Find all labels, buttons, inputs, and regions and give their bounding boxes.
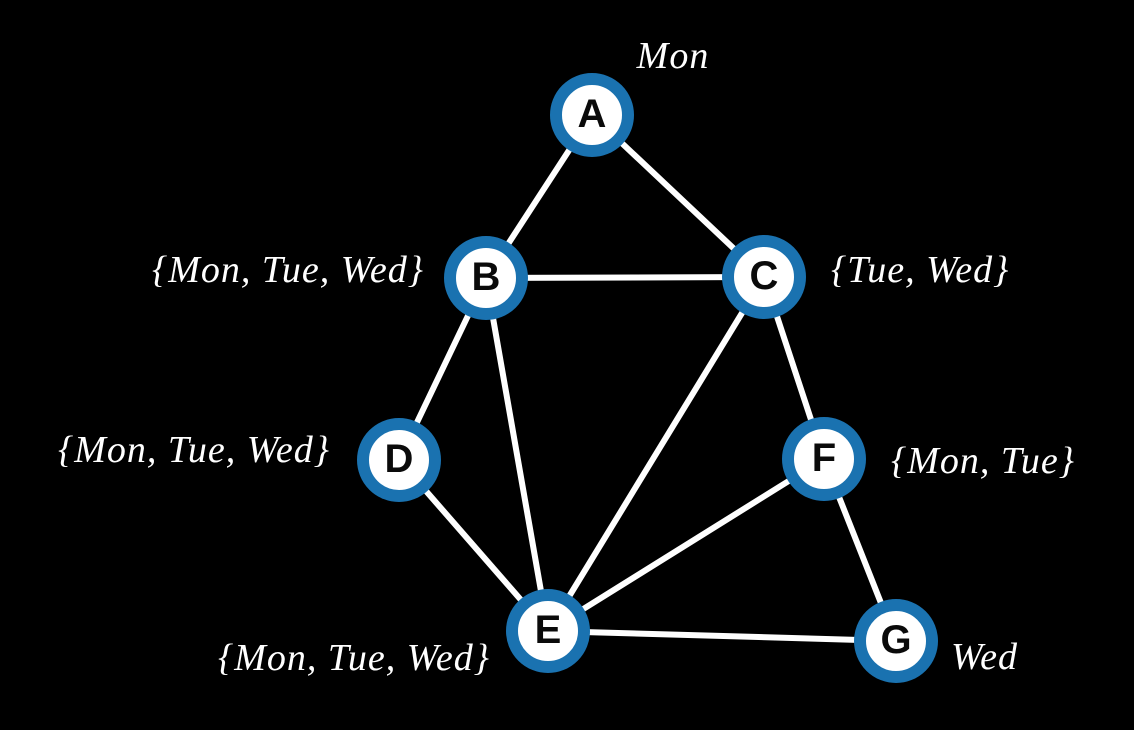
node-letter: G [880,618,912,662]
domain-label-B: {Mon, Tue, Wed} [152,249,424,291]
graph-node-F: F [782,417,866,501]
node-letter: B [471,255,501,299]
domain-label-G: Wed [951,636,1019,678]
node-letter: F [811,436,837,480]
node-letter: A [577,92,607,136]
domain-label-C: {Tue, Wed} [831,249,1010,291]
graph-node-G: G [854,599,938,683]
edge-E-F [545,456,827,634]
node-letter: D [384,437,414,481]
graph-node-E: E [506,589,590,673]
domain-label-F: {Mon, Tue} [891,440,1075,482]
graph-node-B: B [444,236,528,320]
node-letter: E [534,608,562,652]
node-letter: C [749,254,779,298]
graph-node-A: A [550,73,634,157]
edge-B-C [483,274,767,281]
edge-E-G [545,628,899,644]
graph-node-D: D [357,418,441,502]
edge-B-E [483,275,551,634]
domain-label-E: {Mon, Tue, Wed} [218,637,490,679]
domain-label-D: {Mon, Tue, Wed} [58,429,330,471]
edge-C-E [545,274,767,634]
graph-node-C: C [722,235,806,319]
domain-label-A: Mon [636,35,710,77]
